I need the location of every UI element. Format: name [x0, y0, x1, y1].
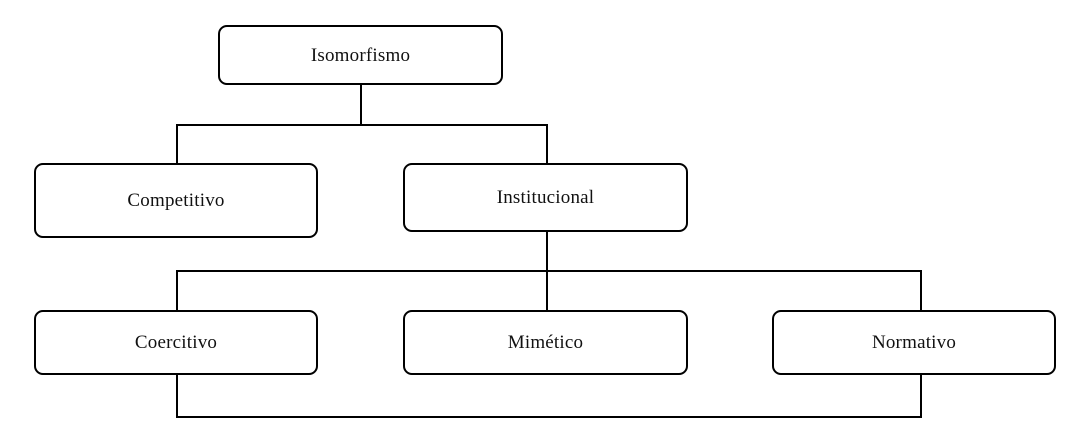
node-label-isomorfismo: Isomorfismo [310, 44, 411, 66]
node-institucional[interactable]: Institucional [403, 163, 688, 232]
node-isomorfismo[interactable]: Isomorfismo [218, 25, 503, 85]
connector-drop-mimetico [546, 270, 548, 312]
connector-isomorfismo-stem [360, 85, 362, 125]
node-label-competitivo: Competitivo [127, 190, 225, 211]
node-label-mimetico: Mimético [507, 332, 584, 353]
connector-bus-bottom-return [176, 416, 922, 418]
connector-bus-level-3 [176, 270, 922, 272]
connector-institucional-stem [546, 232, 548, 272]
connector-coercitivo-tail [176, 375, 178, 418]
node-label-normativo: Normativo [871, 332, 957, 353]
node-coercitivo[interactable]: Coercitivo [34, 310, 318, 375]
connector-bus-level-2 [176, 124, 548, 126]
connector-drop-normativo [920, 270, 922, 312]
node-mimetico[interactable]: Mimético [403, 310, 688, 375]
node-normativo[interactable]: Normativo [772, 310, 1056, 375]
connector-drop-institucional [546, 124, 548, 164]
connector-normativo-tail [920, 375, 922, 418]
node-competitivo[interactable]: Competitivo [34, 163, 318, 238]
connector-drop-coercitivo [176, 270, 178, 312]
node-label-institucional: Institucional [496, 187, 595, 208]
connector-drop-competitivo [176, 124, 178, 164]
node-label-coercitivo: Coercitivo [134, 332, 218, 353]
